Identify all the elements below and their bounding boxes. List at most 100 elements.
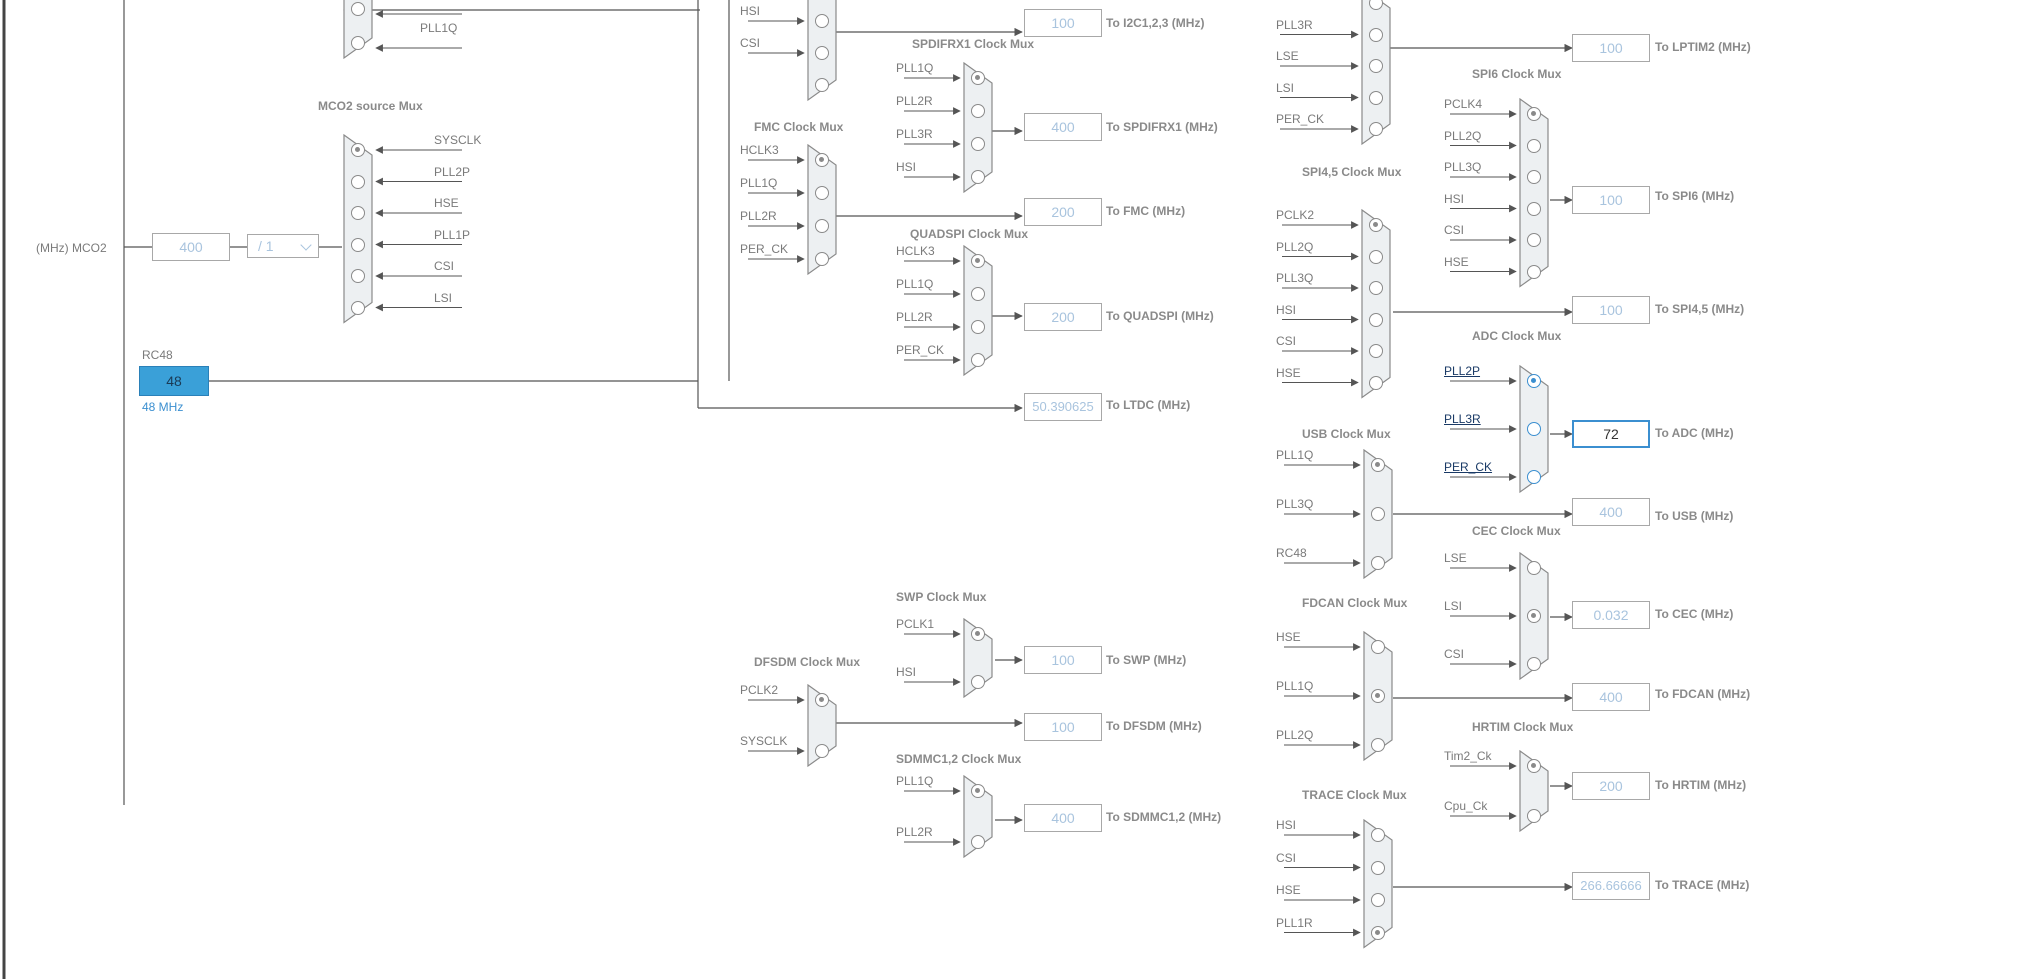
spi45-option-radio[interactable] bbox=[1369, 281, 1383, 295]
mco2-option-radio[interactable] bbox=[351, 269, 365, 283]
usb-frequency-value[interactable]: 400 bbox=[1572, 498, 1650, 526]
adc-frequency-value[interactable]: 72 bbox=[1572, 420, 1650, 448]
mco2-option-radio[interactable] bbox=[351, 174, 365, 189]
mco2-divider-select[interactable]: / 1 bbox=[247, 234, 319, 258]
sdmmc-option-radio[interactable] bbox=[971, 784, 985, 798]
dfsdm-mux-title: DFSDM Clock Mux bbox=[754, 655, 861, 669]
mco2-option-radio[interactable] bbox=[351, 237, 365, 252]
dfsdm-frequency-value[interactable]: 100 bbox=[1024, 713, 1102, 741]
fmc-input-label: PLL2R bbox=[740, 209, 777, 223]
quadspi-option-radio[interactable] bbox=[971, 353, 985, 367]
spi45-frequency-value[interactable]: 100 bbox=[1572, 296, 1650, 324]
fdcan-input-label: PLL2Q bbox=[1276, 728, 1314, 742]
top-left-option-radio[interactable] bbox=[351, 2, 365, 16]
cec-option-radio[interactable] bbox=[1527, 609, 1541, 623]
rc48-frequency: 48 MHz bbox=[142, 400, 184, 414]
swp-frequency-value[interactable]: 100 bbox=[1024, 646, 1102, 674]
spdifrx1-option-radio[interactable] bbox=[971, 71, 985, 85]
usb-option-radio[interactable] bbox=[1371, 458, 1385, 472]
mco2-option-radio[interactable] bbox=[351, 300, 365, 315]
fmc-frequency-value[interactable]: 200 bbox=[1024, 198, 1102, 226]
fmc-option-radio[interactable] bbox=[815, 153, 829, 167]
spdifrx1-frequency-value[interactable]: 400 bbox=[1024, 113, 1102, 141]
trace-frequency-value[interactable]: 266.66666 bbox=[1572, 872, 1650, 900]
fdcan-option-radio[interactable] bbox=[1371, 689, 1385, 703]
fmc-option-radio[interactable] bbox=[815, 252, 829, 266]
spdifrx1-option-radio[interactable] bbox=[971, 104, 985, 118]
cec-input-label: LSE bbox=[1444, 551, 1467, 565]
adc-option-radio[interactable] bbox=[1527, 374, 1541, 388]
i2c-option-radio[interactable] bbox=[815, 46, 829, 60]
spi45-input-label: CSI bbox=[1276, 334, 1297, 348]
spi45-option-radio[interactable] bbox=[1369, 249, 1383, 264]
sdmmc-option-radio[interactable] bbox=[971, 835, 985, 849]
trace-option-radio[interactable] bbox=[1371, 893, 1385, 907]
spi45-option-radio[interactable] bbox=[1369, 218, 1383, 232]
spdifrx1-output-label: To SPDIFRX1 (MHz) bbox=[1106, 120, 1218, 134]
trace-option-radio[interactable] bbox=[1371, 925, 1385, 940]
swp-option-radio[interactable] bbox=[971, 627, 985, 641]
spdifrx1-option-radio[interactable] bbox=[971, 170, 985, 184]
quadspi-frequency-value[interactable]: 200 bbox=[1024, 303, 1102, 331]
i2c-option-radio[interactable] bbox=[815, 14, 829, 28]
fdcan-option-radio[interactable] bbox=[1371, 738, 1385, 752]
hrtim-option-radio[interactable] bbox=[1527, 809, 1541, 823]
trace-input-label: PLL1R bbox=[1276, 915, 1313, 930]
lptim2-input-label: PER_CK bbox=[1276, 112, 1325, 126]
usb-option-radio[interactable] bbox=[1371, 556, 1385, 570]
i2c-frequency-value[interactable]: 100 bbox=[1024, 9, 1102, 37]
ltdc-output-label: To LTDC (MHz) bbox=[1106, 398, 1191, 412]
spi6-option-radio[interactable] bbox=[1527, 233, 1541, 247]
hrtim-frequency-value[interactable]: 200 bbox=[1572, 772, 1650, 800]
quadspi-option-radio[interactable] bbox=[971, 254, 985, 268]
usb-option-radio[interactable] bbox=[1371, 507, 1385, 521]
adc-option-radio[interactable] bbox=[1527, 422, 1541, 436]
lptim2-option-radio[interactable] bbox=[1369, 27, 1383, 42]
fdcan-option-radio[interactable] bbox=[1371, 640, 1385, 654]
lptim2-frequency-value[interactable]: 100 bbox=[1572, 34, 1650, 62]
trace-option-radio[interactable] bbox=[1371, 828, 1385, 842]
fmc-input-label: PLL1Q bbox=[740, 176, 778, 190]
quadspi-option-radio[interactable] bbox=[971, 320, 985, 334]
spdifrx1-option-radio[interactable] bbox=[971, 137, 985, 151]
quadspi-option-radio[interactable] bbox=[971, 287, 985, 301]
mco2-frequency-value[interactable]: 400 bbox=[152, 233, 230, 261]
hrtim-option-radio[interactable] bbox=[1527, 759, 1541, 773]
spi45-option-radio[interactable] bbox=[1369, 312, 1383, 327]
adc-option-radio[interactable] bbox=[1527, 470, 1541, 484]
lptim2-option-radio[interactable] bbox=[1369, 59, 1383, 73]
top-left-option-radio[interactable] bbox=[351, 36, 365, 50]
swp-option-radio[interactable] bbox=[971, 675, 985, 689]
spdifrx1-input-label: PLL3R bbox=[896, 127, 933, 141]
spi45-option-radio[interactable] bbox=[1369, 344, 1383, 358]
mco2-option-radio[interactable] bbox=[351, 143, 365, 157]
sdmmc-frequency-value[interactable]: 400 bbox=[1024, 804, 1102, 832]
i2c-option-radio[interactable] bbox=[815, 78, 829, 92]
adc-output-label: To ADC (MHz) bbox=[1655, 426, 1734, 440]
spi6-input-label: HSE bbox=[1444, 254, 1469, 269]
trace-option-radio[interactable] bbox=[1371, 860, 1385, 875]
spdifrx1-input-label: PLL2R bbox=[896, 94, 933, 108]
fmc-option-radio[interactable] bbox=[815, 219, 829, 233]
spi6-option-radio[interactable] bbox=[1527, 201, 1541, 216]
mco2-option-radio[interactable] bbox=[351, 206, 365, 220]
cec-frequency-value[interactable]: 0.032 bbox=[1572, 601, 1650, 629]
dfsdm-option-radio[interactable] bbox=[815, 744, 829, 758]
lptim2-option-radio[interactable] bbox=[1369, 122, 1383, 136]
rc48-oscillator[interactable]: 48 bbox=[139, 366, 209, 396]
cec-option-radio[interactable] bbox=[1527, 657, 1541, 671]
spi45-option-radio[interactable] bbox=[1369, 375, 1383, 390]
spi6-option-radio[interactable] bbox=[1527, 264, 1541, 279]
fdcan-frequency-value[interactable]: 400 bbox=[1572, 683, 1650, 711]
spi6-frequency-value[interactable]: 100 bbox=[1572, 186, 1650, 214]
lptim2-option-radio[interactable] bbox=[1369, 0, 1383, 10]
spi6-option-radio[interactable] bbox=[1527, 138, 1541, 153]
fmc-option-radio[interactable] bbox=[815, 186, 829, 200]
lptim2-option-radio[interactable] bbox=[1369, 90, 1383, 105]
spi6-option-radio[interactable] bbox=[1527, 170, 1541, 184]
spi6-option-radio[interactable] bbox=[1527, 107, 1541, 121]
cec-option-radio[interactable] bbox=[1527, 561, 1541, 575]
dfsdm-option-radio[interactable] bbox=[815, 693, 829, 707]
ltdc-frequency-value[interactable]: 50.390625 bbox=[1024, 393, 1102, 421]
